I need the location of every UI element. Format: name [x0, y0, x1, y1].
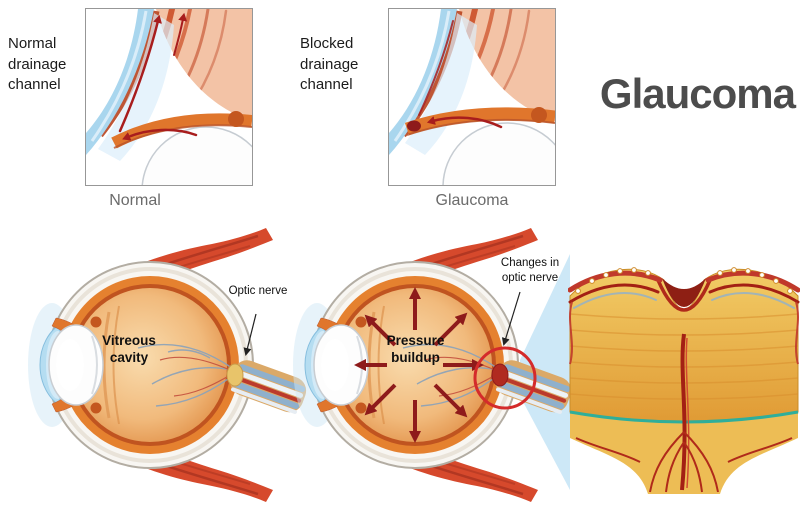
optic-nerve: [495, 360, 572, 414]
optic-nerve-detail-illustration: [568, 267, 800, 494]
anterior-segment: [304, 316, 369, 414]
normal-drainage-caption: Normal drainage channel: [8, 35, 67, 94]
page-title: Glaucoma: [599, 70, 796, 117]
normal-inset-label: Normal: [109, 192, 161, 209]
lens: [141, 126, 252, 185]
blocked-inset-label: Glaucoma: [435, 192, 509, 209]
retinal-vessels: [402, 343, 498, 407]
optic-disc: [226, 363, 244, 387]
blocked-drainage-caption: Blocked drainage channel: [300, 35, 359, 94]
changes-in-optic-nerve-label: Changes in optic nerve: [500, 257, 560, 284]
blocked-drainage-inset-frame: [388, 8, 556, 186]
surface-vessels: [568, 270, 800, 309]
blocked-drainage-illustration: [389, 9, 555, 185]
cornea-highlight: [90, 10, 148, 142]
cornea-highlight: [393, 10, 451, 142]
pressure-buildup-label: Pressure buildup: [386, 333, 445, 365]
normal-drainage-inset-frame: [85, 8, 253, 186]
retinal-vessels: [137, 343, 233, 407]
eyeball: [46, 261, 254, 469]
optic-nerve-label: Optic nerve: [228, 285, 288, 297]
lens: [442, 122, 555, 185]
bead-row: [575, 267, 793, 294]
anterior-segment: [39, 316, 104, 414]
blockage: [407, 120, 421, 132]
normal-drainage-illustration: [86, 9, 252, 185]
sclera-tissue: [451, 9, 555, 121]
optic-nerve: [230, 360, 307, 414]
optic-nerve-highlight-circle: [473, 346, 537, 410]
sclera-tissue: [148, 9, 252, 121]
side-vessels: [569, 301, 799, 365]
normal-eye-illustration: [28, 228, 307, 502]
optic-nerve-pointer: [243, 313, 257, 356]
ciliary-body: [228, 111, 244, 127]
aqueous-flow-arrows: [118, 12, 198, 141]
ciliary-body: [531, 107, 547, 123]
central-vessels: [680, 333, 690, 491]
glaucoma-eye-illustration: [293, 228, 572, 502]
anterior-chamber: [98, 13, 174, 161]
pial-vessel-web: [575, 431, 793, 493]
changes-pointer: [501, 291, 521, 346]
cup-rim: [656, 279, 712, 312]
pressure-arrows: [354, 287, 484, 443]
damaged-optic-disc: [491, 363, 509, 387]
cupped-disc: [662, 278, 706, 307]
aqueous-flow-arrows: [418, 20, 503, 129]
vitreous-cavity-label: Vitreous cavity: [102, 333, 156, 365]
